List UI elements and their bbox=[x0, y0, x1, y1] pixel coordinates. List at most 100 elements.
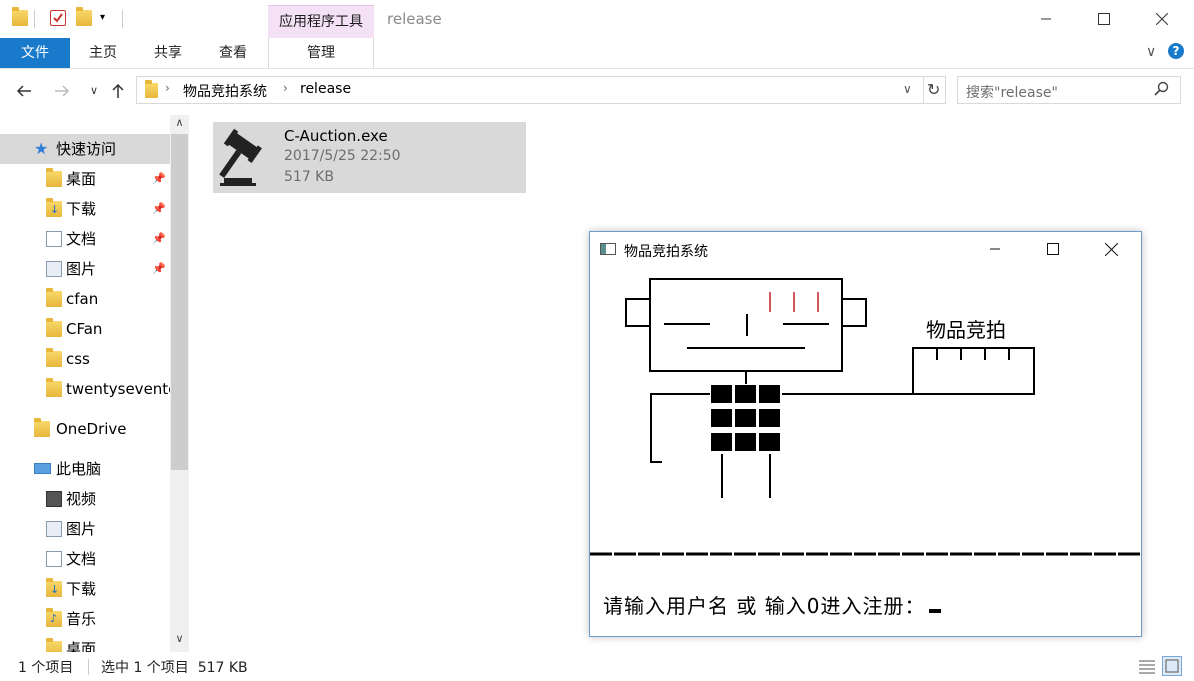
nav-label: 图片 bbox=[66, 260, 97, 278]
breadcrumb-item[interactable]: release bbox=[300, 81, 352, 97]
nav-label: 桌面 bbox=[66, 170, 97, 188]
recent-locations-button[interactable]: ∨ bbox=[89, 84, 99, 97]
large-icons-view-icon[interactable] bbox=[1162, 656, 1182, 676]
download-folder-icon: ↓ bbox=[46, 578, 62, 597]
separator bbox=[88, 659, 89, 675]
nav-label: css bbox=[66, 350, 90, 368]
pin-icon[interactable]: 📌 bbox=[152, 172, 166, 185]
scroll-up-icon[interactable]: ∧ bbox=[175, 116, 184, 129]
context-tab-app-tools: 应用程序工具 bbox=[268, 5, 374, 39]
minimize-button[interactable] bbox=[1016, 0, 1076, 38]
nav-label: 快速访问 bbox=[56, 140, 117, 158]
nav-label: CFan bbox=[66, 320, 103, 338]
up-button[interactable] bbox=[108, 80, 128, 102]
tab-view[interactable]: 查看 bbox=[219, 45, 247, 61]
expand-ribbon-icon[interactable]: ∨ bbox=[1146, 44, 1157, 60]
refresh-icon[interactable]: ↻ bbox=[927, 80, 941, 99]
back-button[interactable] bbox=[14, 80, 34, 102]
address-bar[interactable]: › 物品竞拍系统 › release ∨ ↻ bbox=[136, 76, 946, 104]
picture-icon bbox=[46, 521, 62, 537]
help-icon[interactable]: ? bbox=[1168, 43, 1184, 59]
sign-label: 物品竞拍 bbox=[926, 318, 1006, 342]
nav-item-music[interactable]: ♪ 音乐 bbox=[0, 604, 170, 634]
nav-item-documents[interactable]: 文档 bbox=[0, 544, 170, 574]
computer-icon bbox=[34, 463, 51, 474]
console-app-icon bbox=[600, 243, 616, 255]
nav-item-videos[interactable]: 视频 bbox=[0, 484, 170, 514]
tab-file[interactable]: 文件 bbox=[0, 38, 70, 68]
music-folder-icon: ♪ bbox=[46, 608, 62, 627]
search-input[interactable]: 搜索"release" bbox=[966, 85, 1058, 101]
separator bbox=[122, 10, 123, 28]
ribbon-tabs bbox=[0, 38, 1194, 69]
console-minimize-button[interactable] bbox=[966, 232, 1024, 266]
desktop-folder-icon bbox=[46, 168, 62, 187]
pin-icon[interactable]: 📌 bbox=[152, 262, 166, 275]
nav-item-folder[interactable]: twentyseventeen bbox=[0, 374, 170, 404]
properties-icon[interactable] bbox=[50, 10, 66, 26]
picture-icon bbox=[46, 261, 62, 277]
file-size: 517 KB bbox=[284, 169, 334, 185]
close-button[interactable] bbox=[1132, 0, 1192, 38]
separator bbox=[923, 77, 924, 103]
nav-item-downloads[interactable]: ↓ 下载 bbox=[0, 574, 170, 604]
scroll-down-icon[interactable]: ∨ bbox=[175, 632, 184, 645]
nav-label: 桌面 bbox=[66, 640, 97, 652]
file-date: 2017/5/25 22:50 bbox=[284, 148, 401, 164]
file-name: C-Auction.exe bbox=[284, 127, 388, 145]
tab-share[interactable]: 共享 bbox=[154, 45, 182, 61]
console-window[interactable]: 物品竞拍系统 bbox=[589, 231, 1142, 637]
nav-item-folder[interactable]: css bbox=[0, 344, 170, 374]
nav-item-desktop[interactable]: 桌面 📌 bbox=[0, 164, 170, 194]
forward-button[interactable] bbox=[52, 80, 72, 102]
address-dropdown-icon[interactable]: ∨ bbox=[903, 82, 912, 96]
nav-label: 下载 bbox=[66, 580, 97, 598]
gavel-icon bbox=[218, 128, 278, 192]
document-icon bbox=[46, 551, 62, 567]
nav-label: twentyseventeen bbox=[66, 380, 170, 398]
console-close-button[interactable] bbox=[1082, 232, 1140, 266]
nav-item-folder[interactable]: CFan bbox=[0, 314, 170, 344]
nav-onedrive[interactable]: OneDrive bbox=[0, 414, 170, 444]
nav-item-desktop[interactable]: 桌面 bbox=[0, 634, 170, 652]
nav-label: 文档 bbox=[66, 550, 97, 568]
selection-info: 选中 1 个项目 517 KB bbox=[101, 660, 248, 676]
nav-item-pictures[interactable]: 图片 bbox=[0, 514, 170, 544]
item-count: 1 个项目 bbox=[18, 660, 74, 676]
tab-home[interactable]: 主页 bbox=[89, 45, 117, 61]
prompt-text: 请输入用户名 或 输入0进入注册： bbox=[603, 594, 926, 618]
video-icon bbox=[46, 491, 62, 507]
details-view-icon[interactable] bbox=[1138, 658, 1156, 678]
console-prompt[interactable]: 请输入用户名 或 输入0进入注册： bbox=[603, 590, 942, 619]
pin-icon[interactable]: 📌 bbox=[152, 232, 166, 245]
pin-icon[interactable]: 📌 bbox=[152, 202, 166, 215]
search-icon[interactable] bbox=[1154, 81, 1170, 101]
nav-item-folder[interactable]: cfan bbox=[0, 284, 170, 314]
nav-this-pc[interactable]: 此电脑 bbox=[0, 454, 170, 484]
nav-label: 视频 bbox=[66, 490, 97, 508]
nav-item-pictures[interactable]: 图片 📌 bbox=[0, 254, 170, 284]
folder-icon bbox=[145, 80, 158, 98]
customize-quick-access-icon[interactable]: ▾ bbox=[100, 12, 106, 23]
scrollbar-thumb[interactable] bbox=[171, 134, 188, 470]
folder-icon bbox=[46, 348, 62, 367]
search-box[interactable]: 搜索"release" bbox=[957, 76, 1181, 104]
nav-item-documents[interactable]: 文档 📌 bbox=[0, 224, 170, 254]
nav-item-downloads[interactable]: ↓ 下载 📌 bbox=[0, 194, 170, 224]
nav-label: 图片 bbox=[66, 520, 97, 538]
console-title: 物品竞拍系统 bbox=[624, 244, 708, 260]
new-folder-icon[interactable] bbox=[76, 7, 92, 26]
window-title: release bbox=[387, 10, 442, 28]
document-icon bbox=[46, 231, 62, 247]
breadcrumb-separator-icon: › bbox=[283, 81, 288, 95]
status-bar: 1 个项目 选中 1 个项目 517 KB bbox=[0, 652, 1194, 681]
nav-quick-access[interactable]: ★ 快速访问 bbox=[0, 134, 170, 164]
maximize-button[interactable] bbox=[1074, 0, 1134, 38]
tab-manage[interactable]: 管理 bbox=[268, 38, 374, 68]
console-maximize-button[interactable] bbox=[1024, 232, 1082, 266]
breadcrumb-item[interactable]: 物品竞拍系统 bbox=[183, 84, 267, 100]
nav-label: 下载 bbox=[66, 200, 97, 218]
title-bar bbox=[0, 0, 1194, 38]
file-item[interactable]: C-Auction.exe 2017/5/25 22:50 517 KB bbox=[213, 122, 526, 193]
star-icon: ★ bbox=[34, 139, 49, 158]
